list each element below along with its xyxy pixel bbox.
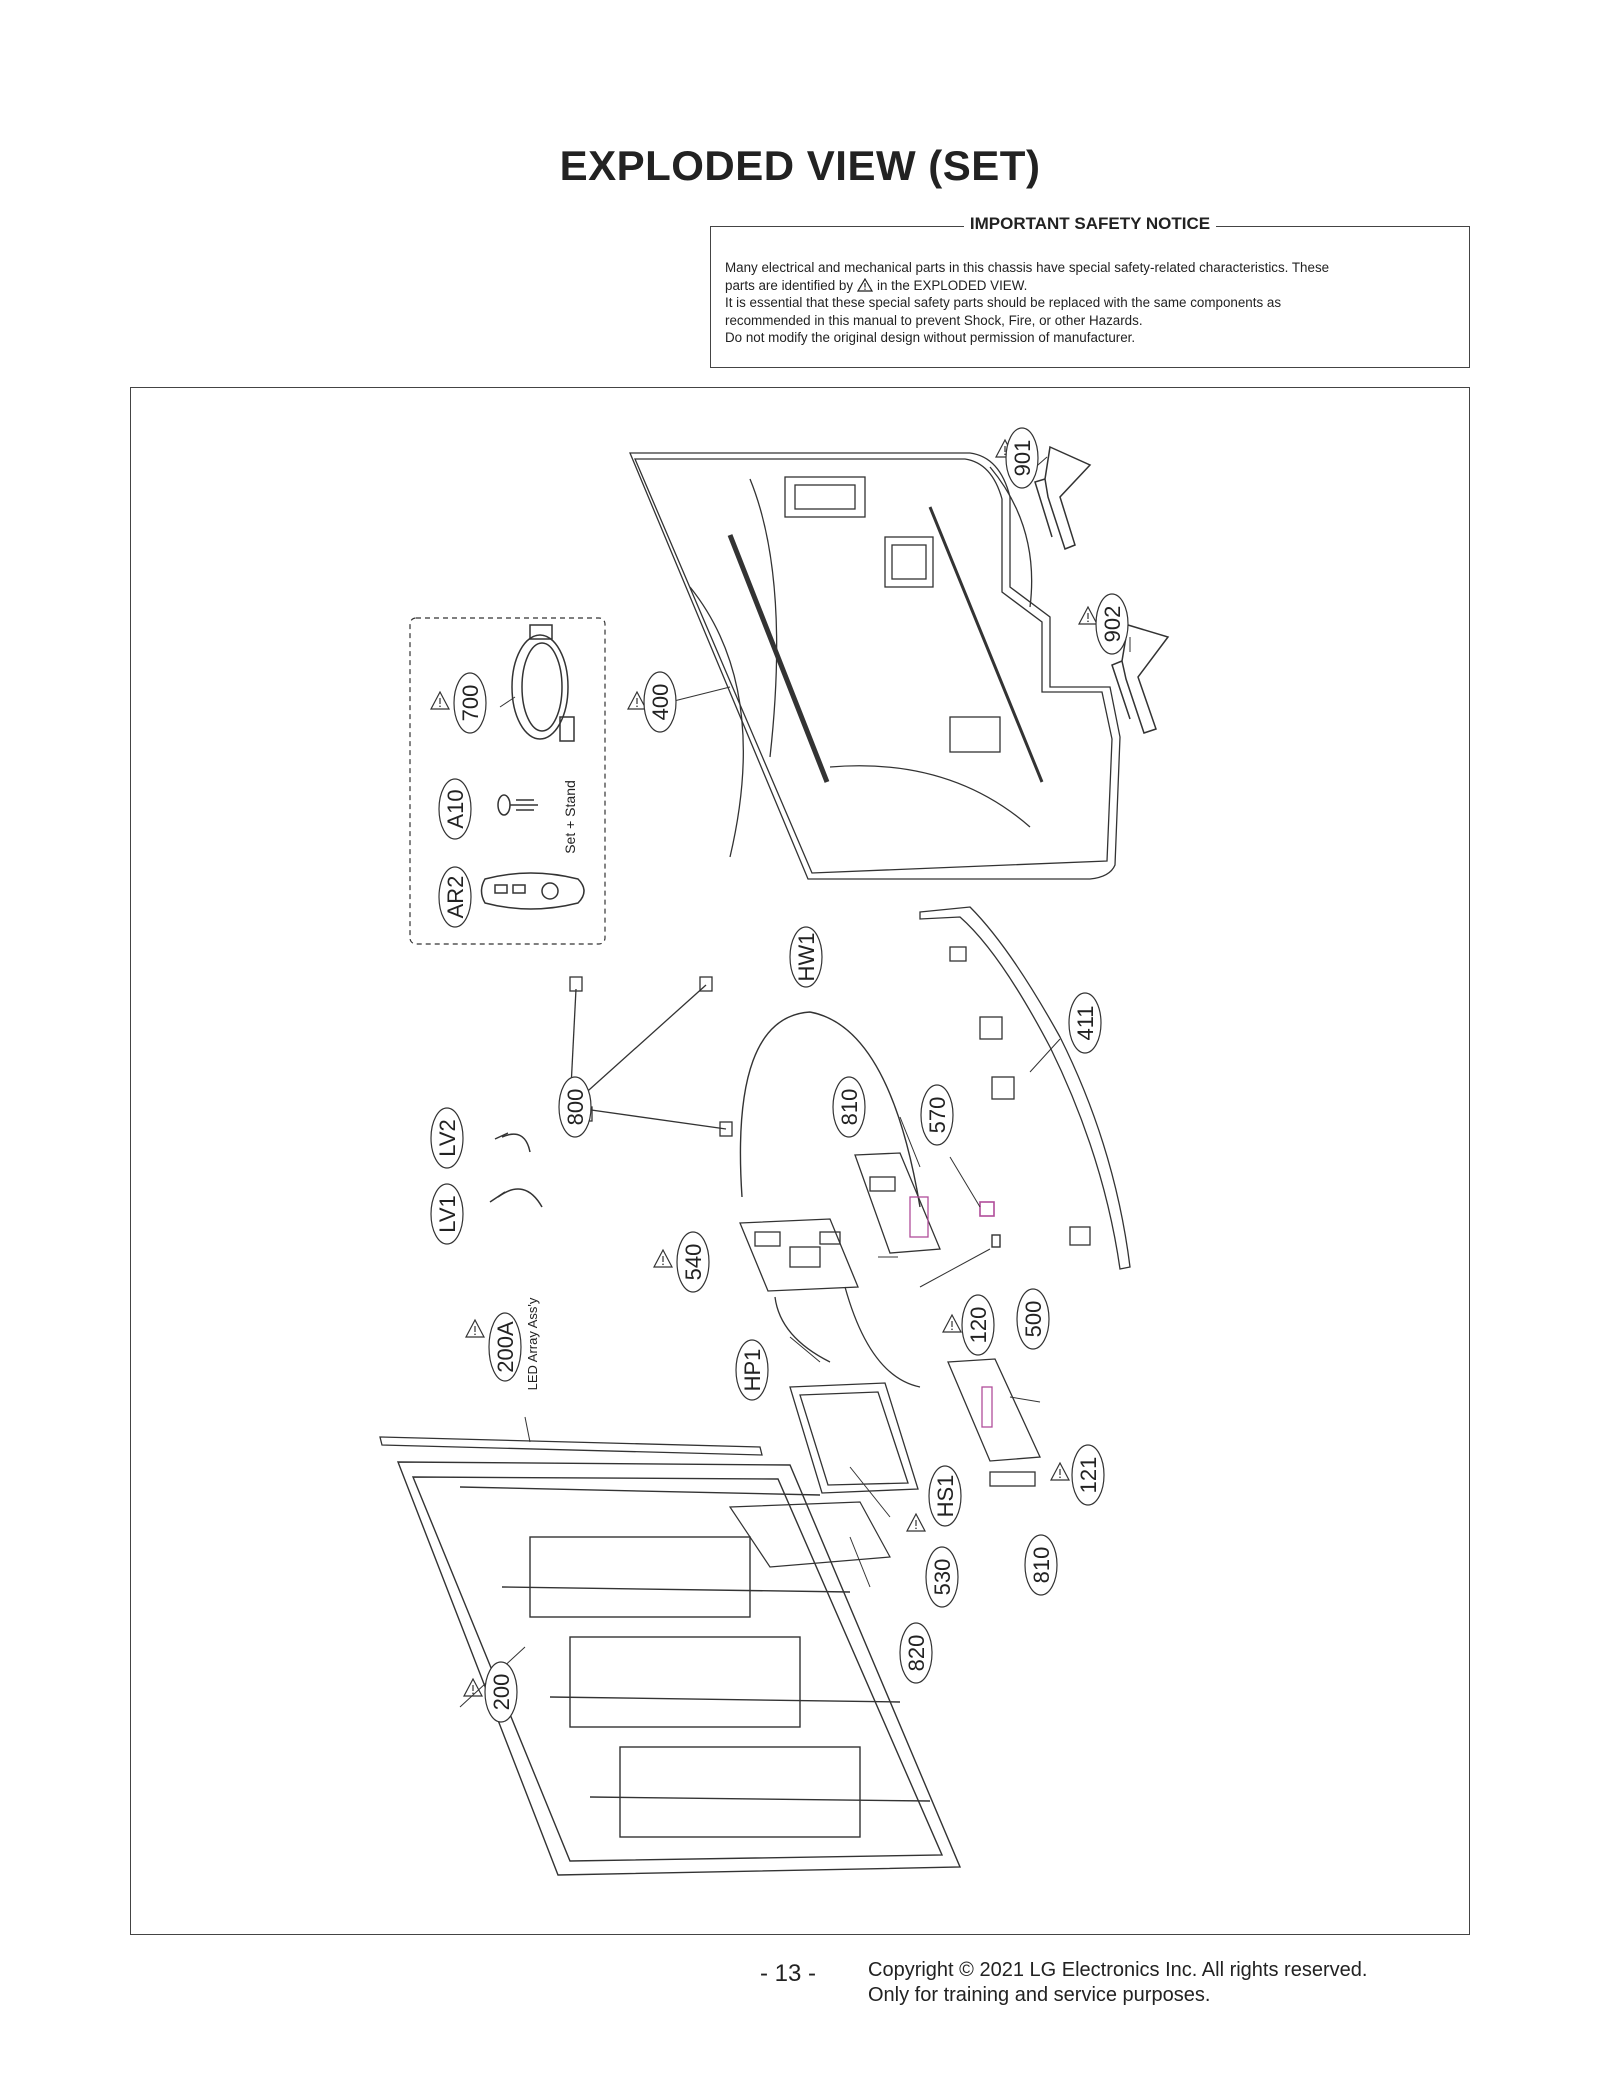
label-set-stand: Set + Stand <box>562 780 578 854</box>
label-570: 570 <box>925 1097 950 1134</box>
label-500: 500 <box>1021 1301 1046 1338</box>
cable-lv1-drawing <box>489 1188 543 1208</box>
label-902: 902 <box>1100 606 1125 643</box>
warning-triangle-icon <box>857 277 874 292</box>
connector-570-drawing <box>979 1201 995 1217</box>
exploded-view-frame <box>130 387 1470 1935</box>
label-120: 120 <box>966 1307 991 1344</box>
label-hw1: HW1 <box>794 933 819 982</box>
label-820: 820 <box>904 1635 929 1672</box>
connector-500-drawing <box>991 1234 1001 1248</box>
notice-line-1: Many electrical and mechanical parts in … <box>725 260 1330 275</box>
leader-lines <box>459 456 1131 1708</box>
label-200a: 200A <box>493 1321 518 1373</box>
power-cord-drawing <box>511 624 575 742</box>
safety-notice-title: IMPORTANT SAFETY NOTICE <box>711 214 1469 234</box>
label-810-bottom: 810 <box>1029 1547 1054 1584</box>
footer-copyright: Copyright © 2021 LG Electronics Inc. All… <box>868 1958 1367 2008</box>
label-810-top: 810 <box>837 1089 862 1126</box>
main-board-drawing <box>739 1218 859 1292</box>
wire-hs1-drawing <box>844 1286 921 1388</box>
cable-lv2-drawing <box>494 1132 531 1153</box>
label-901: 901 <box>1010 440 1035 477</box>
wire-hw1-drawing <box>739 1011 921 1208</box>
speaker-121-drawing <box>947 1358 1041 1487</box>
safety-notice-body: Many electrical and mechanical parts in … <box>725 259 1455 347</box>
label-530: 530 <box>930 1559 955 1596</box>
wire-hp1-drawing <box>774 1296 831 1363</box>
display-module-drawing <box>396 1461 962 1876</box>
usage-text: Only for training and service purposes. <box>868 1984 1211 2006</box>
label-led-array: LED Array Ass'y <box>525 1297 540 1390</box>
label-lv2: LV2 <box>435 1119 460 1157</box>
safety-notice-box: IMPORTANT SAFETY NOTICE Many electrical … <box>710 214 1470 368</box>
label-ar2: AR2 <box>443 876 468 919</box>
label-a10: A10 <box>443 789 468 828</box>
power-board-drawing <box>854 1152 941 1254</box>
label-400: 400 <box>648 684 673 721</box>
speaker-drawing <box>789 1382 919 1494</box>
notice-line-3: It is essential that these special safet… <box>725 295 1282 310</box>
bracket-drawing <box>919 906 1131 1270</box>
stand-right-drawing <box>1111 624 1170 734</box>
back-cover-drawing <box>629 452 1121 880</box>
label-200: 200 <box>489 1674 514 1711</box>
remote-control-drawing <box>480 872 585 910</box>
shield-plate-drawing <box>728 1501 891 1568</box>
notice-line-5: Do not modify the original design withou… <box>725 330 1136 345</box>
accessory-group-box <box>409 617 606 945</box>
screw-drawing <box>497 794 538 816</box>
stand-left-drawing <box>1034 445 1092 550</box>
label-hp1: HP1 <box>740 1349 765 1392</box>
label-hs1: HS1 <box>933 1475 958 1518</box>
page-title: EXPLODED VIEW (SET) <box>559 142 1041 189</box>
label-800: 800 <box>563 1089 588 1126</box>
label-411: 411 <box>1073 1005 1098 1040</box>
copyright-text: Copyright © 2021 LG Electronics Inc. All… <box>868 1959 1368 1981</box>
label-lv1: LV1 <box>435 1195 460 1233</box>
led-array-strip-drawing <box>379 1436 763 1456</box>
label-700: 700 <box>458 685 483 722</box>
screw-set-drawing <box>569 976 733 1137</box>
label-540: 540 <box>681 1244 706 1281</box>
exploded-view-diagram: 901 902 700 400 A10 AR2 Set + Stand HW1 … <box>379 427 1170 1876</box>
part-labels: 901 902 700 400 A10 AR2 Set + Stand HW1 … <box>430 427 1129 1723</box>
notice-line-4: recommended in this manual to prevent Sh… <box>725 312 1143 328</box>
label-121: 121 <box>1076 1457 1101 1494</box>
page-number: - 13 - <box>760 1960 817 1987</box>
